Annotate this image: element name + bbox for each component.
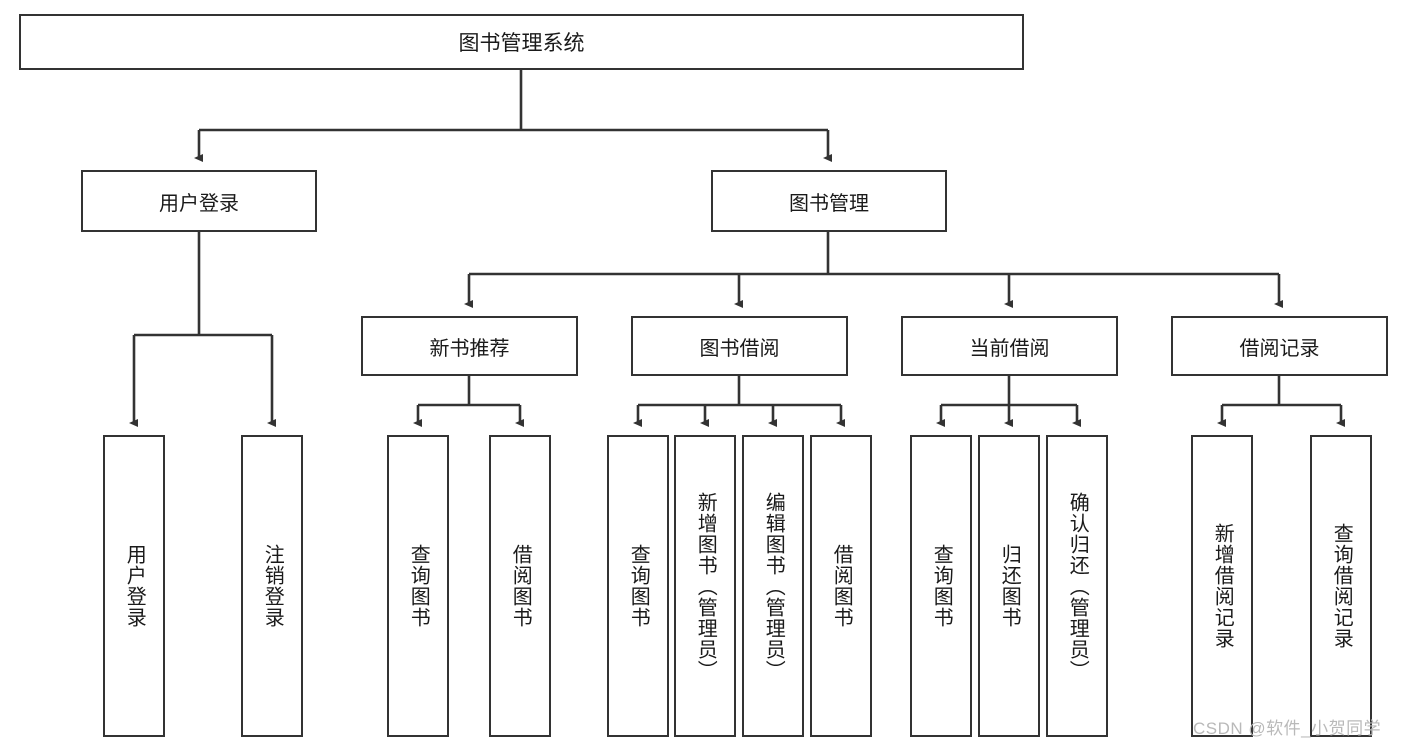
node-leaf-record-add[interactable]: 新增借阅记录	[1191, 435, 1253, 737]
node-borrow-record[interactable]: 借阅记录	[1171, 316, 1388, 376]
node-leaf-cur-confirm[interactable]: 确认归还（管理员）	[1046, 435, 1108, 737]
leaf-label: 归还图书	[998, 544, 1021, 628]
leaf-label: 确认归还（管理员）	[1066, 491, 1089, 681]
node-current-borrow[interactable]: 当前借阅	[901, 316, 1118, 376]
leaf-label: 借阅图书	[830, 544, 853, 628]
node-user-login[interactable]: 用户登录	[81, 170, 317, 232]
node-book-manage[interactable]: 图书管理	[711, 170, 947, 232]
node-leaf-borrow-lend[interactable]: 借阅图书	[810, 435, 872, 737]
node-leaf-borrow-query[interactable]: 查询图书	[607, 435, 669, 737]
node-leaf-borrow-add[interactable]: 新增图书（管理员）	[674, 435, 736, 737]
watermark: CSDN @软件_小贺同学	[1193, 719, 1382, 738]
node-borrow-record-label: 借阅记录	[1239, 337, 1320, 360]
leaf-label: 查询图书	[627, 544, 650, 628]
leaf-label: 编辑图书（管理员）	[762, 491, 785, 681]
node-user-login-label: 用户登录	[159, 192, 239, 215]
leaf-label: 新增借阅记录	[1211, 523, 1234, 649]
leaf-label: 注销登录	[261, 544, 284, 628]
node-current-borrow-label: 当前借阅	[969, 337, 1050, 360]
leaf-label: 查询图书	[407, 544, 430, 628]
node-leaf-borrow-edit[interactable]: 编辑图书（管理员）	[742, 435, 804, 737]
leaf-label: 借阅图书	[509, 544, 532, 628]
leaf-label: 用户登录	[123, 544, 146, 628]
node-book-borrow-label: 图书借阅	[699, 337, 780, 360]
node-new-book-rec-label: 新书推荐	[429, 337, 510, 360]
node-leaf-record-query[interactable]: 查询借阅记录	[1310, 435, 1372, 737]
node-leaf-user-login[interactable]: 用户登录	[103, 435, 165, 737]
node-leaf-user-logout[interactable]: 注销登录	[241, 435, 303, 737]
leaf-label: 查询图书	[930, 544, 953, 628]
node-leaf-cur-query[interactable]: 查询图书	[910, 435, 972, 737]
node-new-book-rec[interactable]: 新书推荐	[361, 316, 578, 376]
node-leaf-rec-borrow[interactable]: 借阅图书	[489, 435, 551, 737]
leaf-label: 新增图书（管理员）	[694, 491, 717, 681]
node-leaf-cur-return[interactable]: 归还图书	[978, 435, 1040, 737]
node-book-borrow[interactable]: 图书借阅	[631, 316, 848, 376]
node-root-label: 图书管理系统	[458, 32, 585, 55]
leaf-label: 查询借阅记录	[1330, 523, 1353, 649]
node-book-manage-label: 图书管理	[789, 192, 869, 215]
node-leaf-rec-query[interactable]: 查询图书	[387, 435, 449, 737]
node-root[interactable]: 图书管理系统	[19, 14, 1024, 70]
